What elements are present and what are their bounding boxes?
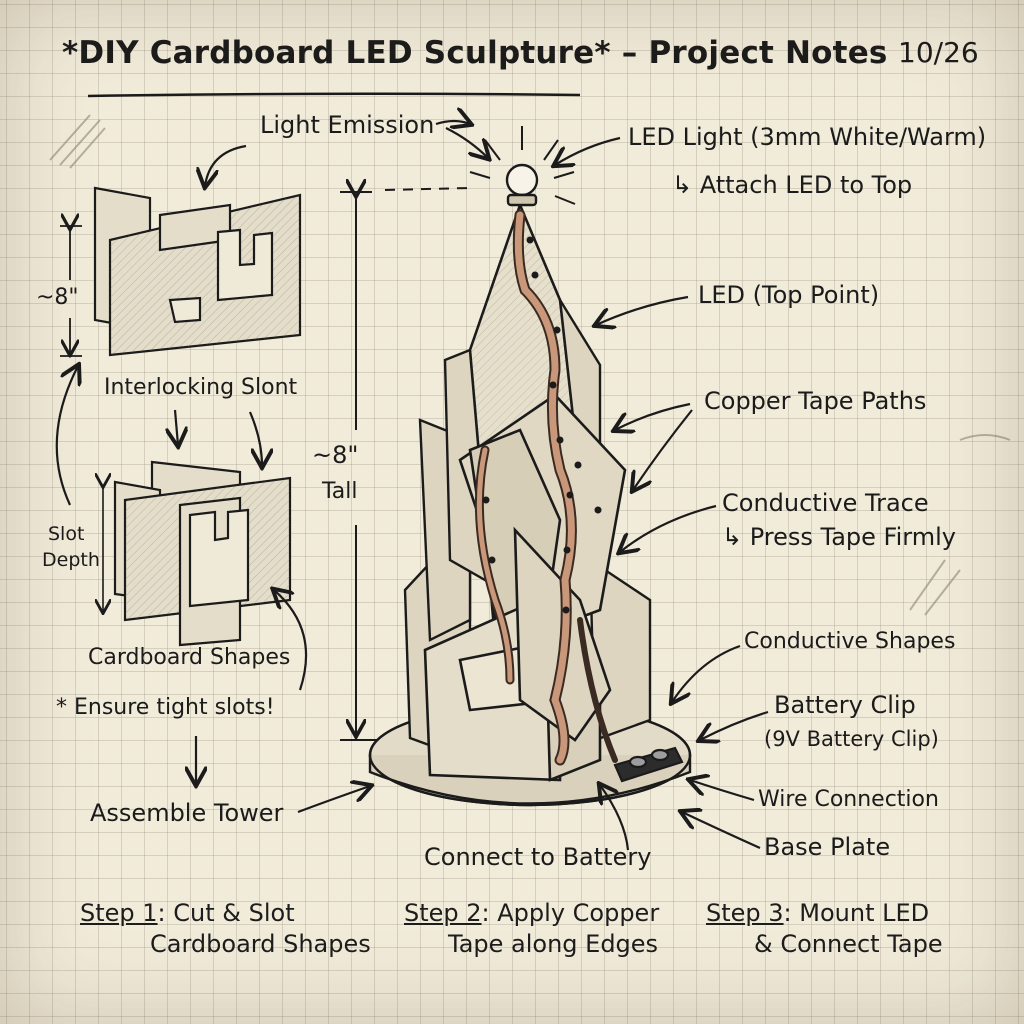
- label-led-top-point: LED (Top Point): [698, 281, 880, 309]
- date-label: 10/26: [898, 36, 979, 69]
- pencil-smudges: [49, 114, 1011, 616]
- step-3-line2: & Connect Tape: [754, 930, 943, 959]
- label-depth: Depth: [42, 549, 100, 571]
- label-assemble-tower: Assemble Tower: [90, 799, 284, 827]
- label-copper-tape-paths: Copper Tape Paths: [704, 387, 927, 415]
- label-cardboard-shapes: Cardboard Shapes: [88, 645, 291, 670]
- label-attach-led: ↳ Attach LED to Top: [672, 171, 913, 199]
- led-bulb: [469, 126, 576, 207]
- step-3-heading: Step 3: [706, 899, 784, 927]
- label-press-tape: ↳ Press Tape Firmly: [722, 523, 956, 551]
- step-1: Step 1: Cut & Slot Cardboard Shapes: [80, 898, 371, 960]
- label-battery-clip: Battery Clip: [774, 691, 916, 719]
- step-1-line2: Cardboard Shapes: [150, 930, 371, 959]
- bottom-cardboard-piece: [113, 460, 292, 647]
- title-underline: [87, 92, 581, 98]
- label-tall: Tall: [322, 479, 358, 504]
- label-ensure-slots: * Ensure tight slots!: [56, 695, 275, 720]
- top-cardboard-piece: [93, 186, 302, 357]
- step-2-heading: Step 2: [404, 899, 482, 927]
- step-1-heading: Step 1: [80, 899, 158, 927]
- page-title: *DIY Cardboard LED Sculpture* – Project …: [62, 35, 888, 71]
- label-light-emission: Light Emission: [260, 111, 435, 139]
- label-conductive-shapes: Conductive Shapes: [744, 629, 956, 654]
- step-1-line1: : Cut & Slot: [157, 899, 295, 927]
- label-height-tall: ~8": [312, 441, 359, 469]
- step-2-line2: Tape along Edges: [448, 930, 659, 959]
- label-battery-clip-detail: (9V Battery Clip): [764, 727, 939, 751]
- step-2: Step 2: Apply Copper Tape along Edges: [404, 898, 659, 960]
- step-3: Step 3: Mount LED & Connect Tape: [706, 898, 943, 960]
- small-height-dimension: [60, 226, 82, 356]
- label-connect-battery: Connect to Battery: [424, 843, 652, 871]
- label-conductive-trace: Conductive Trace: [722, 489, 929, 517]
- label-interlocking: Interlocking Slont: [104, 375, 298, 400]
- battery-clip: [613, 746, 684, 783]
- copper-tape-dots: [482, 236, 602, 614]
- label-height-small: ~8": [36, 285, 79, 310]
- annotation-arrows: [435, 121, 769, 851]
- label-led-light: LED Light (3mm White/Warm): [628, 123, 987, 151]
- label-wire-connection: Wire Connection: [758, 787, 939, 812]
- step-2-line1: : Apply Copper: [481, 899, 660, 927]
- tall-dimension: [340, 188, 471, 741]
- label-slot: Slot: [48, 523, 85, 545]
- label-base-plate: Base Plate: [764, 833, 891, 861]
- left-flow-arrows: [55, 144, 370, 814]
- step-3-line1: : Mount LED: [783, 899, 930, 927]
- copper-tape-paths: [474, 209, 618, 766]
